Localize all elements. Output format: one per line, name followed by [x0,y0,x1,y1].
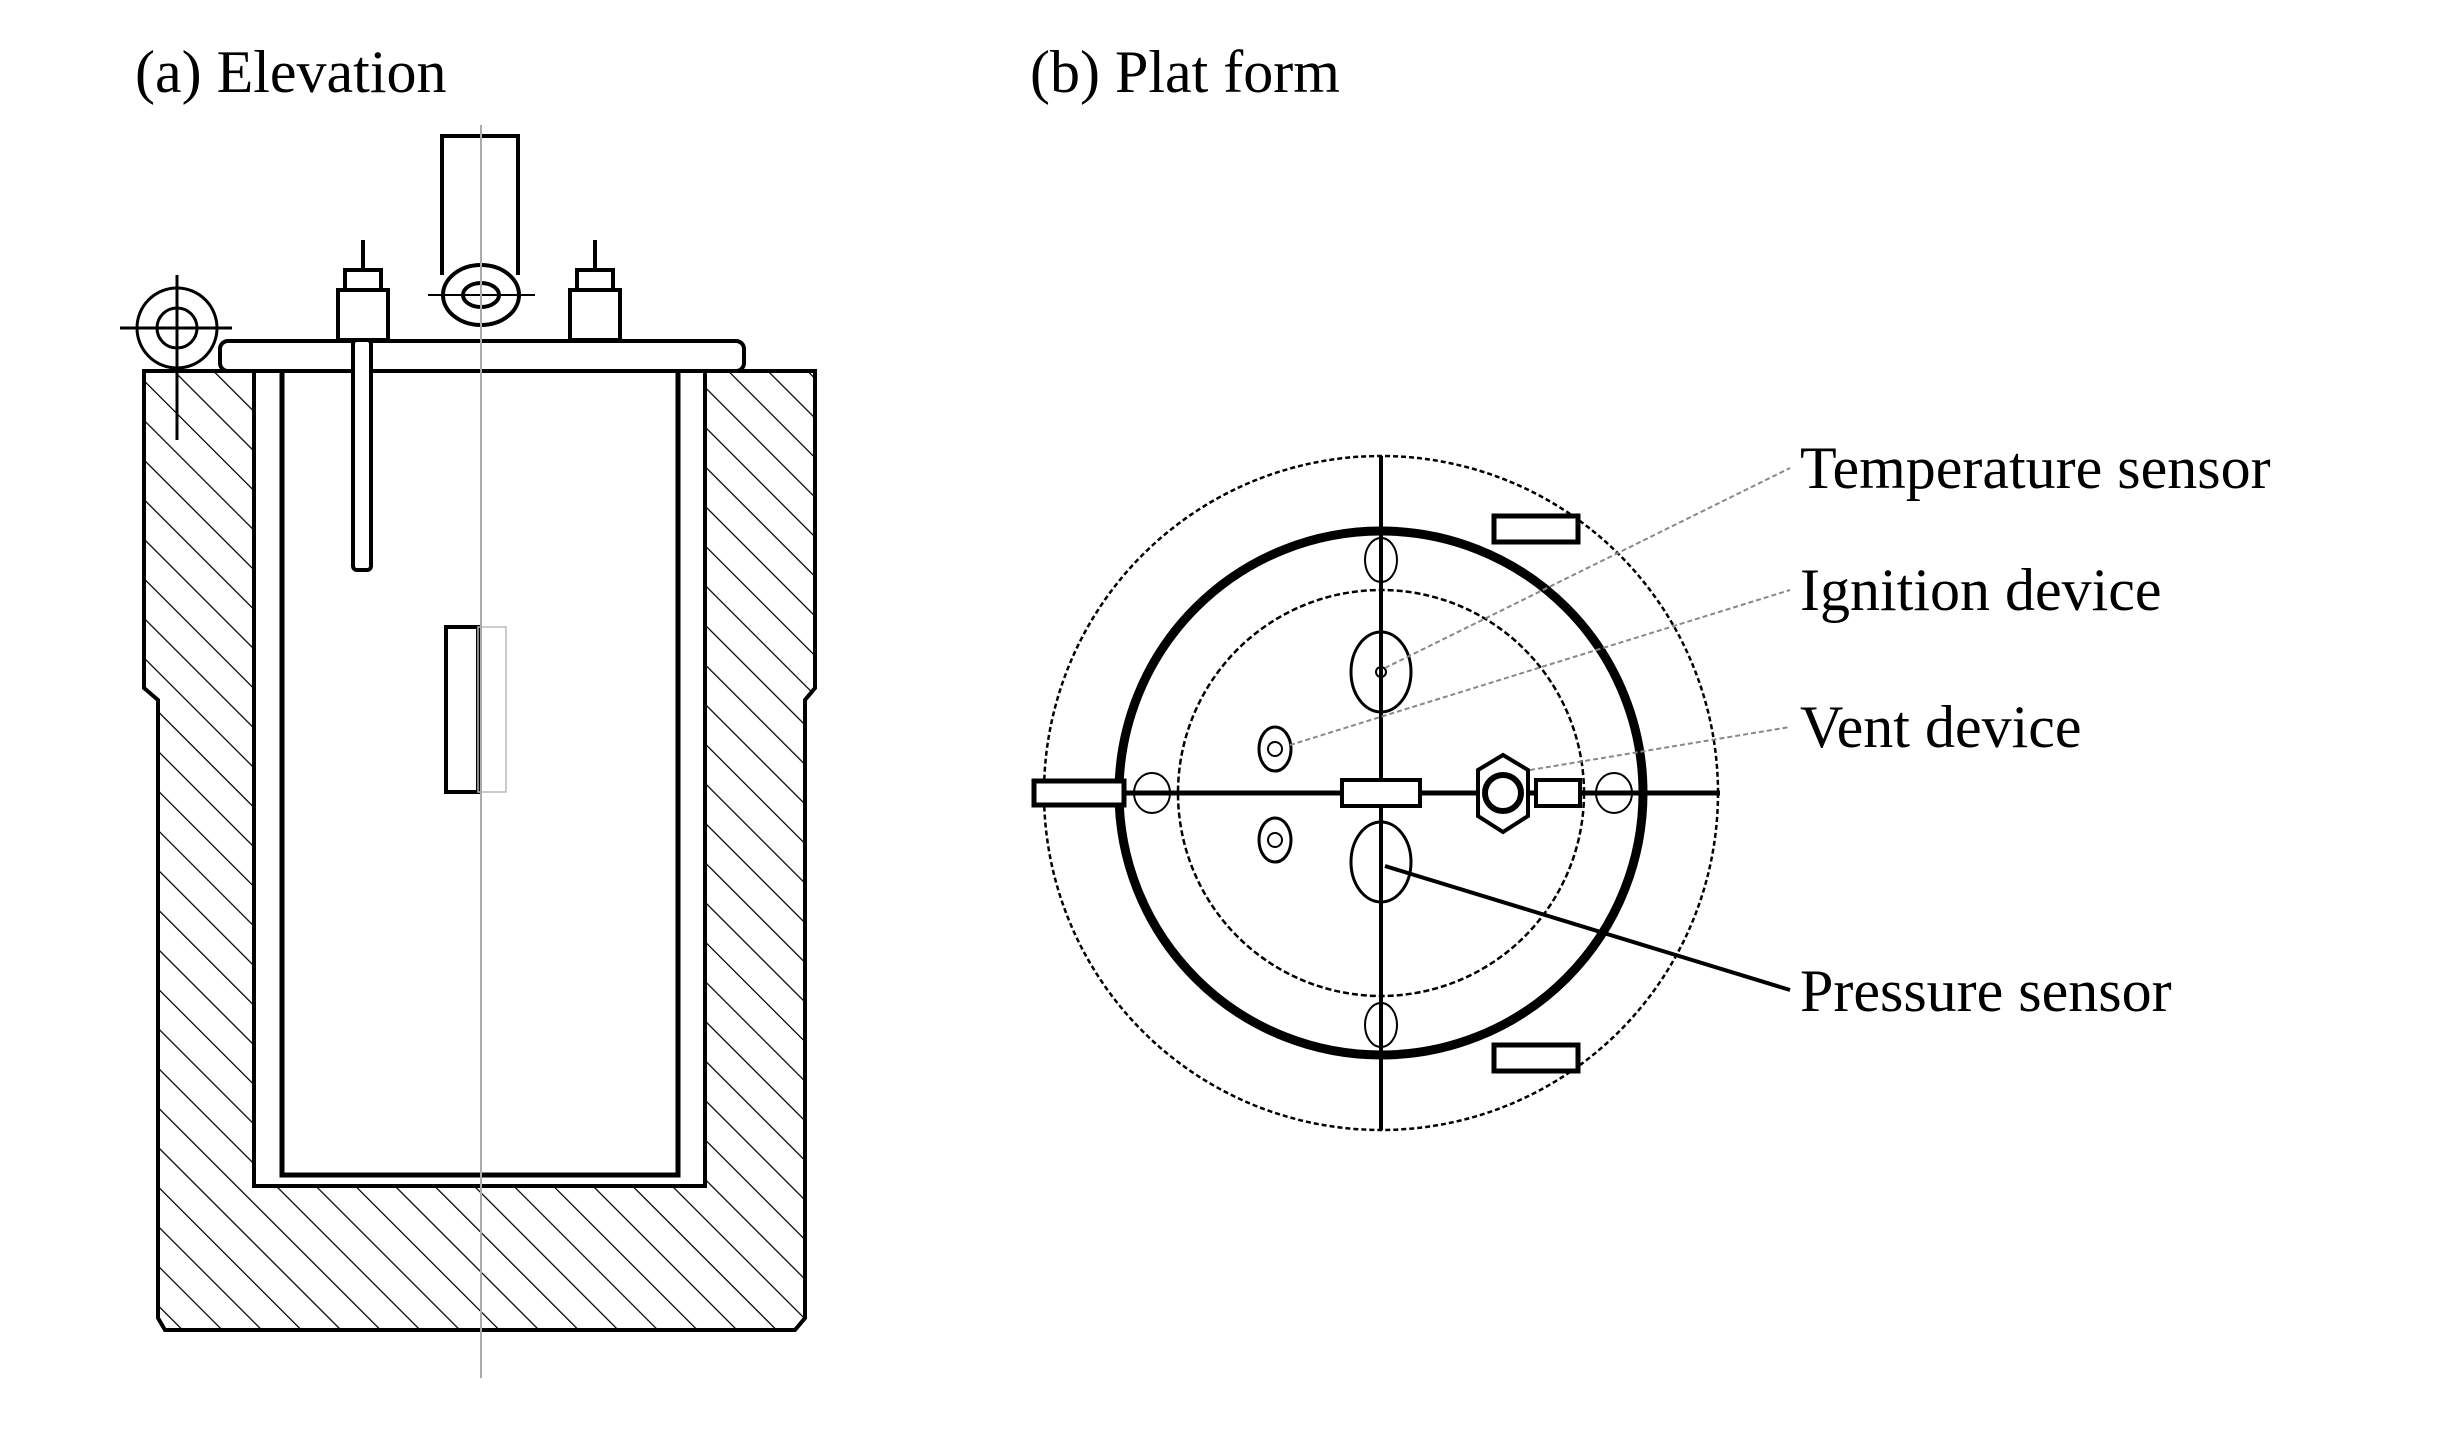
plan-title: (b) Plat form [1030,39,1340,105]
clamp-top [1491,513,1581,545]
hinge-symbol [120,275,232,440]
leader-ignition [1289,589,1791,746]
sight-window [444,625,480,794]
right-fitting [568,240,622,342]
leader-temperature [1384,467,1791,669]
label-temperature-sensor: Temperature sensor [1800,435,2271,501]
center-block [1340,778,1422,808]
label-vent-device: Vent device [1800,694,2082,760]
vent-valve [1476,752,1530,835]
ignition-electrode-2 [1257,816,1293,864]
elevation-title: (a) Elevation [135,39,447,105]
clamp-left [1031,778,1127,808]
temperature-probe [351,338,373,572]
temperature-port [1349,630,1413,714]
elevation-view [120,125,817,1378]
label-pressure-sensor: Pressure sensor [1800,958,2172,1024]
pressure-port [1349,820,1413,904]
clamp-bottom [1491,1042,1581,1074]
left-fitting [336,240,390,342]
ignition-electrode-1 [1257,725,1293,773]
leader-vent [1529,726,1791,771]
leader-pressure [1384,864,1791,992]
plan-view [1031,454,1791,1132]
label-ignition-device: Ignition device [1800,557,2162,623]
